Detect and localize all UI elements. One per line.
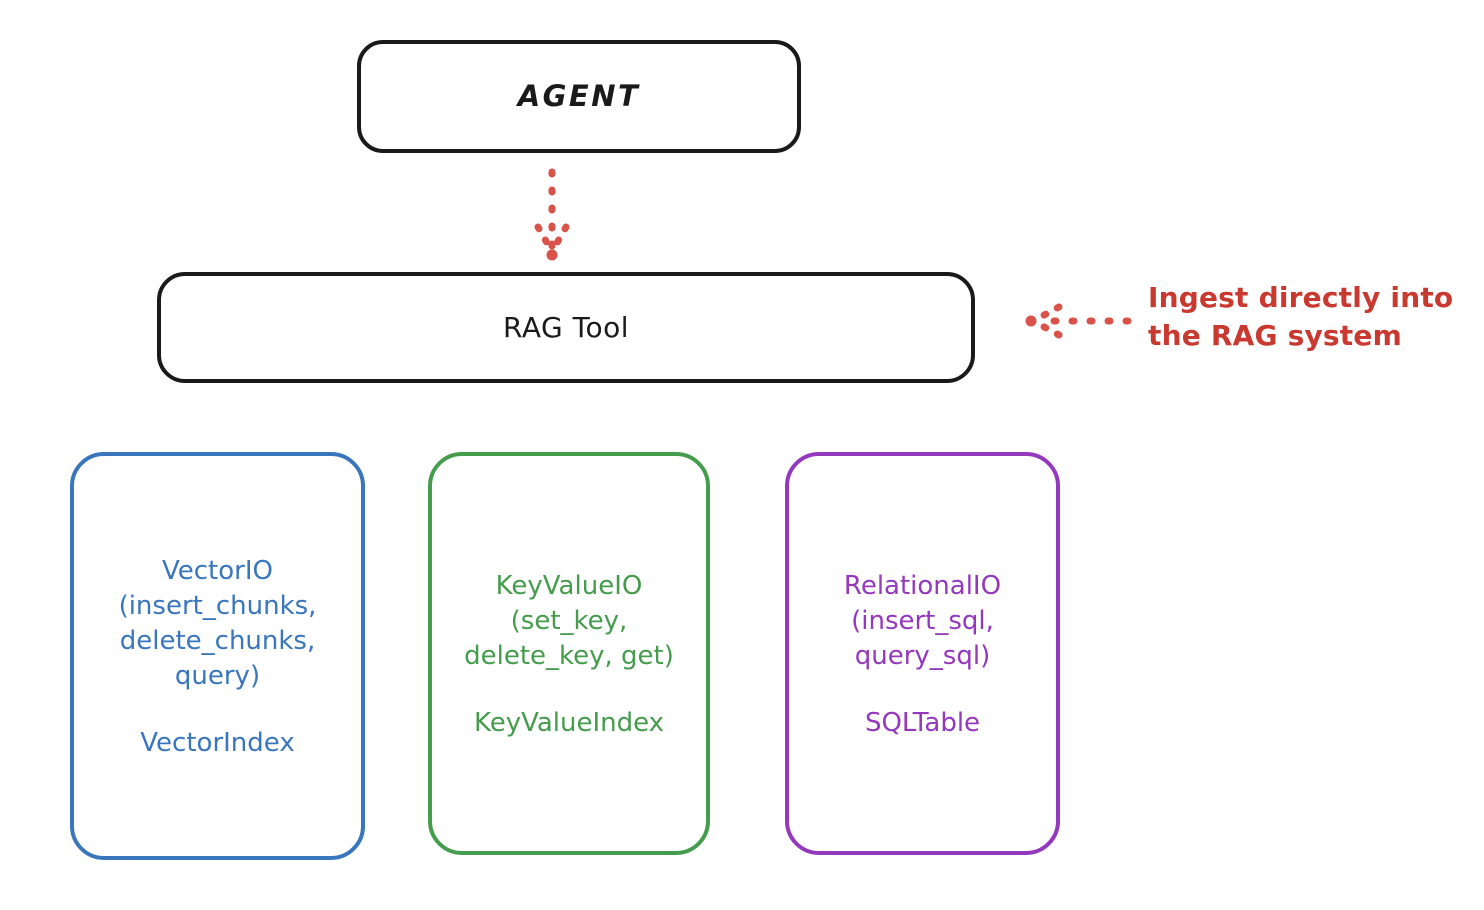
node-agent-label: AGENT bbox=[517, 78, 641, 113]
node-relational-io[interactable]: RelationalIO (insert_sql, query_sql) SQL… bbox=[785, 452, 1060, 855]
connector-agent-to-rag-tool-icon bbox=[534, 168, 570, 261]
node-vector-io-api-label: VectorIO (insert_chunks, delete_chunks, … bbox=[118, 556, 317, 691]
node-rag-tool-label: RAG Tool bbox=[503, 310, 629, 344]
node-key-value-io-api-label: KeyValueIO (set_key, delete_key, get) bbox=[464, 571, 674, 671]
node-vector-io-index-label: VectorIndex bbox=[140, 727, 295, 758]
node-agent[interactable]: AGENT bbox=[357, 40, 801, 153]
connector-ingest-to-rag-tool-icon bbox=[1025, 303, 1132, 339]
node-relational-io-api-label: RelationalIO (insert_sql, query_sql) bbox=[843, 571, 1002, 671]
node-relational-io-index-label: SQLTable bbox=[864, 707, 981, 738]
node-vector-io[interactable]: VectorIO (insert_chunks, delete_chunks, … bbox=[70, 452, 365, 860]
node-rag-tool[interactable]: RAG Tool bbox=[157, 272, 975, 383]
node-key-value-io[interactable]: KeyValueIO (set_key, delete_key, get) Ke… bbox=[428, 452, 710, 855]
annotation-ingest: Ingest directly into the RAG system bbox=[1148, 281, 1454, 352]
node-key-value-io-index-label: KeyValueIndex bbox=[473, 707, 665, 738]
